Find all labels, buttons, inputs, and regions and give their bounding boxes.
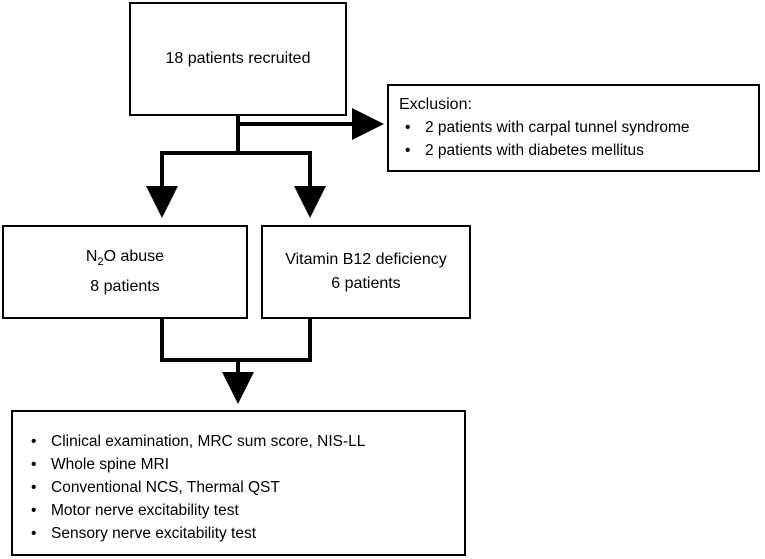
exclusion-title: Exclusion: — [399, 96, 472, 113]
n2o-box: N2O abuse 8 patients — [2, 225, 248, 319]
exclusion-box: Exclusion: 2 patients with carpal tunnel… — [387, 84, 760, 172]
assessment-item: Motor nerve excitability test — [25, 499, 452, 522]
recruited-label: 18 patients recruited — [165, 50, 311, 67]
assessments-list: Clinical examination, MRC sum score, NIS… — [25, 430, 452, 545]
assessment-item: Clinical examination, MRC sum score, NIS… — [25, 430, 452, 453]
connector-merge — [160, 318, 312, 362]
n2o-count: 8 patients — [90, 277, 160, 295]
assessment-item: Whole spine MRI — [25, 453, 452, 476]
b12-box: Vitamin B12 deficiency 6 patients — [261, 225, 471, 319]
n2o-label: N2O abuse — [85, 248, 165, 269]
assessments-box: Clinical examination, MRC sum score, NIS… — [11, 410, 466, 556]
assessment-item: Sensory nerve excitability test — [25, 522, 452, 545]
exclusion-list: 2 patients with carpal tunnel syndrome 2… — [399, 116, 748, 162]
b12-count: 6 patients — [331, 275, 401, 292]
recruited-box: 18 patients recruited — [129, 2, 347, 116]
b12-label: Vitamin B12 deficiency — [285, 251, 447, 268]
exclusion-item: 2 patients with carpal tunnel syndrome — [399, 116, 748, 139]
assessment-item: Conventional NCS, Thermal QST — [25, 476, 452, 499]
exclusion-item: 2 patients with diabetes mellitus — [399, 139, 748, 162]
